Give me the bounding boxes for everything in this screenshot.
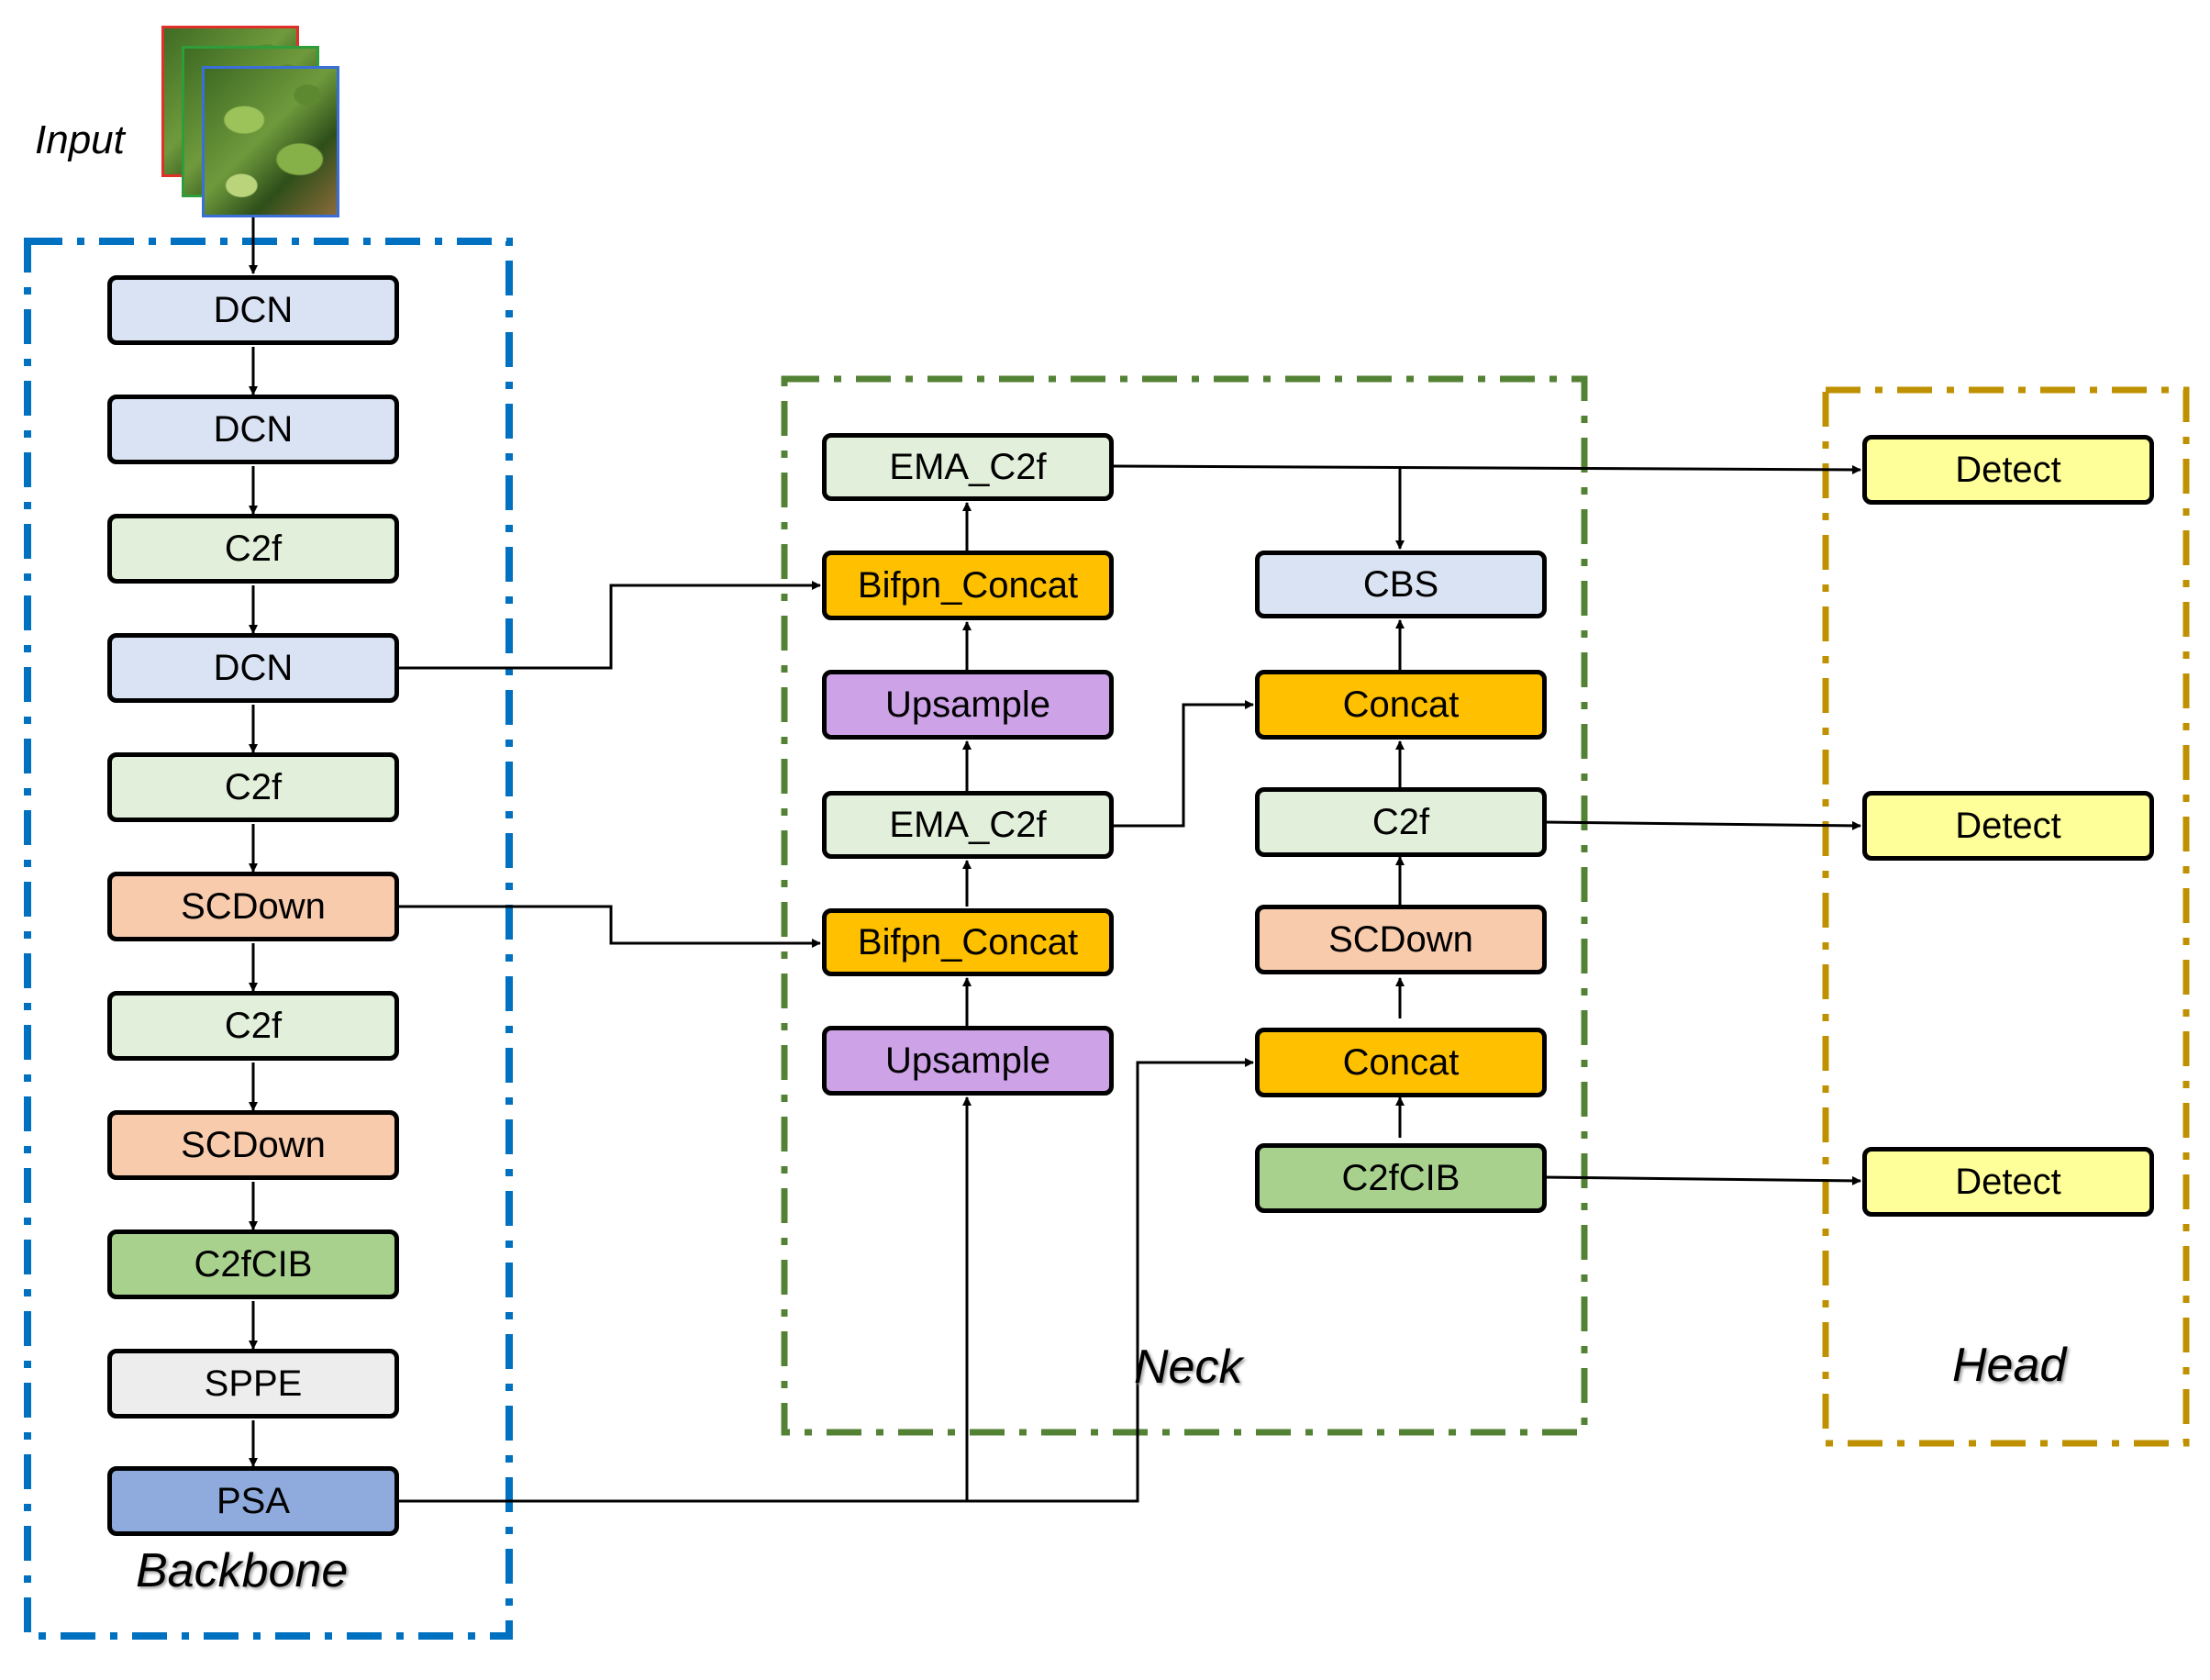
head-detect-3: Detect — [1862, 1147, 2154, 1217]
neck-c2f: C2f — [1255, 787, 1547, 857]
arrow-c2f-to-detect — [1542, 820, 1861, 830]
neck-ema-c2f-top: EMA_C2f — [822, 433, 1114, 501]
arrow-ema-to-detect — [1109, 464, 1861, 474]
head-detect-1: Detect — [1862, 435, 2154, 505]
neck-bifpn-concat-bottom: Bifpn_Concat — [822, 908, 1114, 976]
backbone-scdown-2: SCDown — [107, 1110, 399, 1180]
input-label: Input — [35, 117, 125, 162]
backbone-c2f-2: C2f — [107, 752, 399, 822]
head-region — [1822, 386, 2190, 1447]
neck-region — [781, 375, 1588, 1436]
neck-ema-c2f-bottom: EMA_C2f — [822, 791, 1114, 859]
neck-upsample-top: Upsample — [822, 670, 1114, 740]
backbone-dcn-1: DCN — [107, 275, 399, 345]
arrow-psa-to-upsample — [396, 1096, 972, 1503]
neck-bifpn-concat-top: Bifpn_Concat — [822, 551, 1114, 620]
backbone-c2f-3: C2f — [107, 991, 399, 1061]
backbone-sppe: SPPE — [107, 1349, 399, 1419]
backbone-scdown-1: SCDown — [107, 872, 399, 941]
backbone-region — [24, 238, 513, 1640]
arrow-ema-to-concat — [1110, 700, 1254, 828]
backbone-dcn-3: DCN — [107, 633, 399, 703]
backbone-c2fcib: C2fCIB — [107, 1229, 399, 1299]
input-image-stack — [156, 18, 349, 220]
neck-upsample-bottom: Upsample — [822, 1026, 1114, 1096]
backbone-label: Backbone — [136, 1544, 349, 1597]
neck-concat-top: Concat — [1255, 670, 1547, 740]
neck-c2fcib: C2fCIB — [1255, 1143, 1547, 1213]
neck-cbs: CBS — [1255, 551, 1547, 618]
neck-concat-bottom: Concat — [1255, 1028, 1547, 1097]
input-image-3 — [202, 66, 339, 217]
backbone-dcn-2: DCN — [107, 395, 399, 464]
arrow-c2fcib-to-detect — [1542, 1175, 1861, 1185]
head-detect-2: Detect — [1862, 791, 2154, 861]
arrow-psa-to-concat — [967, 1058, 1254, 1503]
neck-scdown: SCDown — [1255, 905, 1547, 974]
head-label: Head — [1952, 1339, 2067, 1392]
backbone-psa: PSA — [107, 1466, 399, 1536]
arrow-scdown-to-bifpn — [396, 905, 821, 948]
neck-label: Neck — [1134, 1341, 1243, 1394]
backbone-c2f-1: C2f — [107, 514, 399, 584]
arrow-dcn-to-bifpn — [396, 581, 821, 670]
